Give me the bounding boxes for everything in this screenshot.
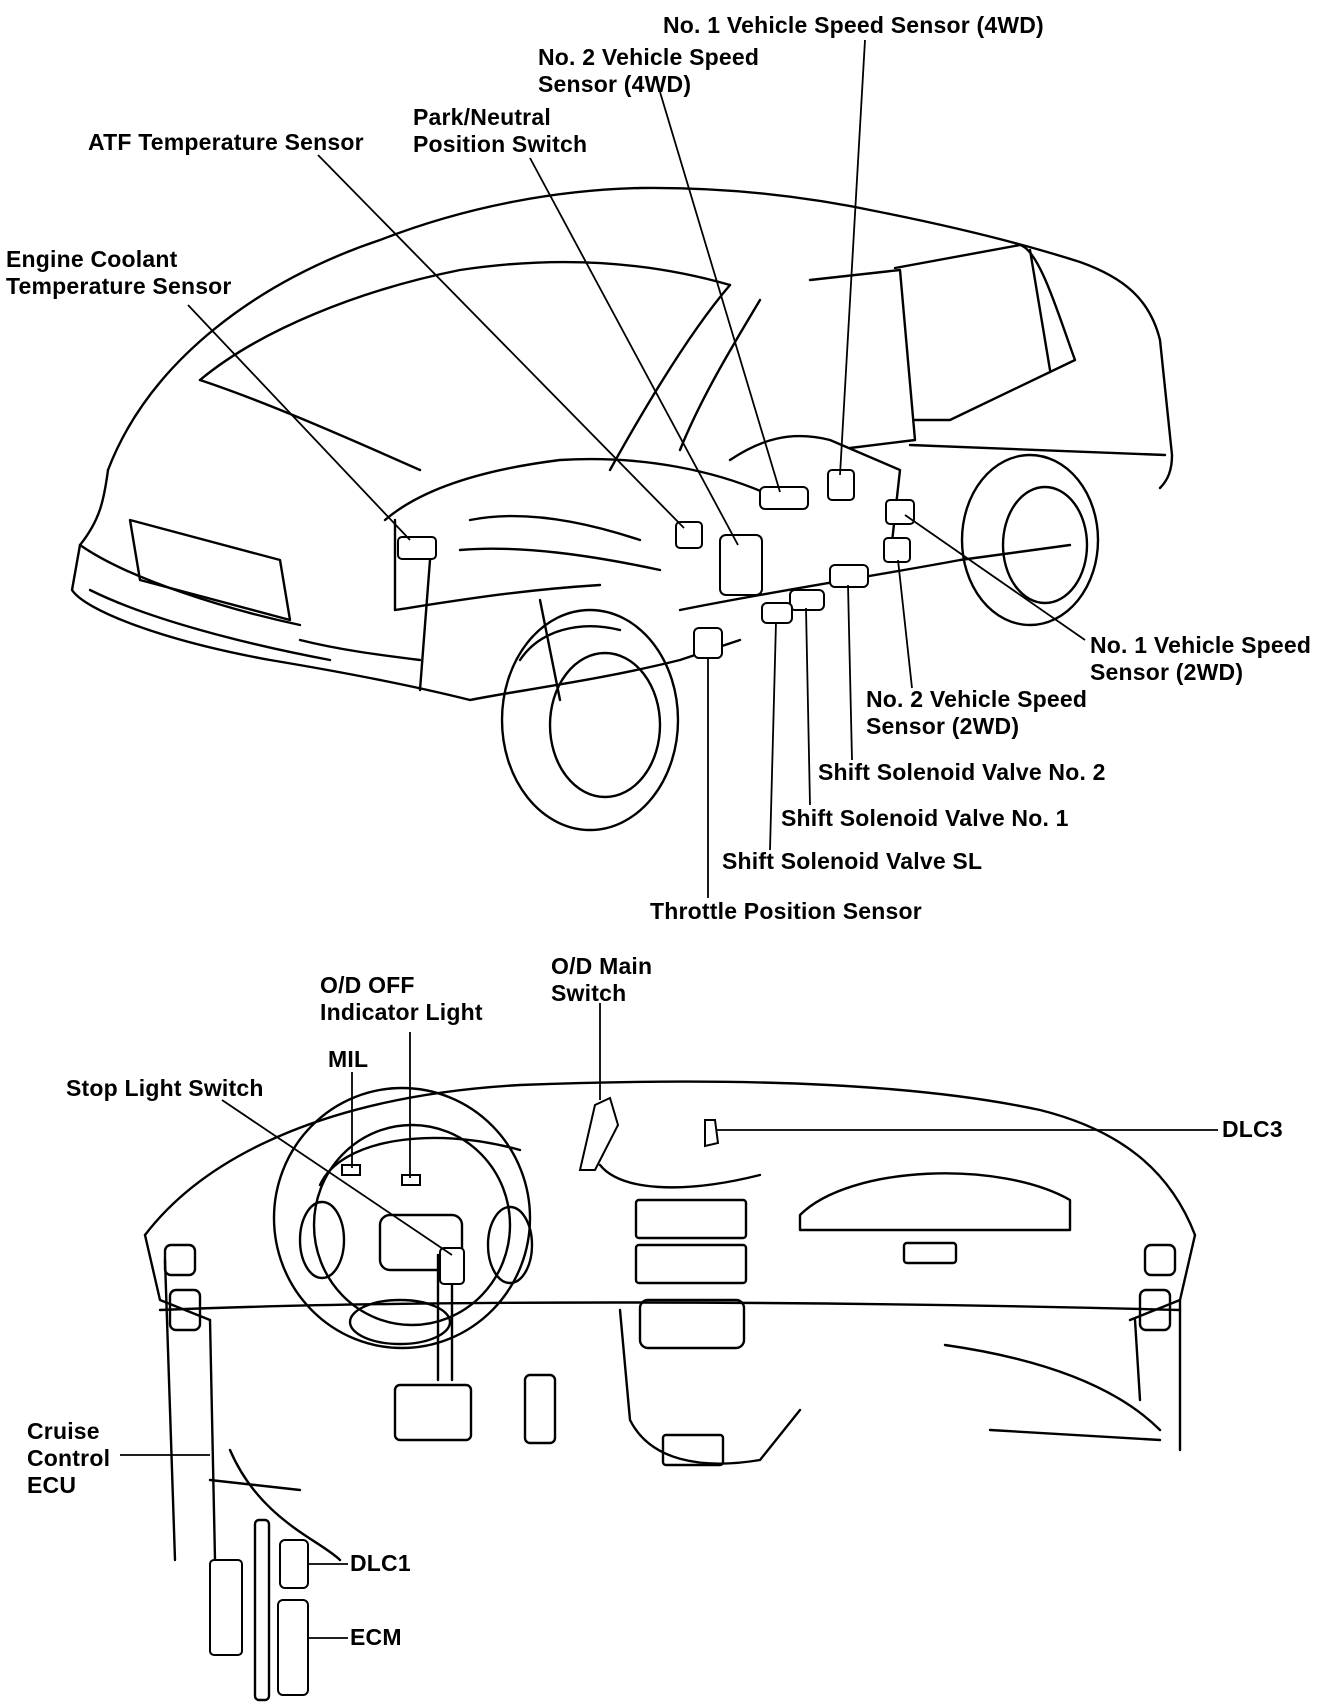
label-od-off-line1: O/D OFF	[320, 972, 415, 998]
label-vss2-2wd-line1: No. 2 Vehicle Speed	[866, 686, 1088, 712]
cruise-ecu-icon	[209, 1559, 243, 1656]
label-od-off-line2: Indicator Light	[320, 999, 483, 1025]
label-vss2-4wd-line2: Sensor (4WD)	[538, 71, 692, 97]
ecm-icon	[277, 1599, 309, 1696]
label-vss1-2wd: No. 1 Vehicle Speed Sensor (2WD)	[1090, 632, 1311, 686]
shift-sv2-icon	[829, 564, 869, 588]
label-vss1-2wd-line1: No. 1 Vehicle Speed	[1090, 632, 1312, 658]
label-cruise-ecu-line1: Cruise	[27, 1418, 100, 1444]
label-park-neutral-line2: Position Switch	[413, 131, 588, 157]
label-vss2-4wd-line1: No. 2 Vehicle Speed	[538, 44, 760, 70]
vehicle-components	[397, 469, 915, 659]
dlc1-icon	[279, 1539, 309, 1589]
vss2-2wd-icon	[883, 537, 911, 563]
od-off-lamp-icon	[401, 1174, 421, 1186]
label-cruise-ecu-line2: Control	[27, 1445, 111, 1471]
label-dlc1: DLC1	[350, 1550, 411, 1576]
label-vss2-2wd: No. 2 Vehicle Speed Sensor (2WD)	[866, 686, 1087, 740]
vehicle-leader-lines	[187, 39, 1086, 898]
label-engine-coolant-line2: Temperature Sensor	[6, 273, 232, 299]
label-shift-sv1: Shift Solenoid Valve No. 1	[781, 805, 1069, 831]
mil-lamp-icon	[341, 1164, 361, 1176]
label-dlc3: DLC3	[1222, 1116, 1283, 1142]
engine-coolant-sensor-icon	[397, 536, 437, 560]
atf-sensor-icon	[675, 521, 703, 549]
label-od-off: O/D OFF Indicator Light	[320, 972, 483, 1026]
label-stop-light: Stop Light Switch	[66, 1075, 264, 1101]
vss1-4wd-icon	[827, 469, 855, 501]
shift-svsl-icon	[761, 602, 793, 624]
label-od-main-line2: Switch	[551, 980, 627, 1006]
park-neutral-switch-icon	[719, 534, 763, 596]
shift-sv1-icon	[789, 589, 825, 611]
label-ecm: ECM	[350, 1624, 402, 1650]
label-park-neutral: Park/Neutral Position Switch	[413, 104, 587, 158]
dashboard-components	[209, 1096, 720, 1702]
label-od-main-line1: O/D Main	[551, 953, 653, 979]
label-cruise-ecu: Cruise Control ECU	[27, 1418, 110, 1499]
vss2-4wd-icon	[759, 486, 809, 510]
label-cruise-ecu-line3: ECU	[27, 1472, 77, 1498]
throttle-sensor-icon	[693, 627, 723, 659]
label-vss2-2wd-line2: Sensor (2WD)	[866, 713, 1020, 739]
label-atf-temp: ATF Temperature Sensor	[88, 129, 364, 155]
label-engine-coolant: Engine Coolant Temperature Sensor	[6, 246, 232, 300]
label-mil: MIL	[328, 1046, 369, 1072]
label-engine-coolant-line1: Engine Coolant	[6, 246, 178, 272]
vss1-2wd-icon	[885, 499, 915, 525]
label-vss1-4wd: No. 1 Vehicle Speed Sensor (4WD)	[663, 12, 1044, 38]
stop-light-switch-icon	[439, 1247, 465, 1285]
label-shift-svsl: Shift Solenoid Valve SL	[722, 848, 983, 874]
label-od-main: O/D Main Switch	[551, 953, 652, 1007]
label-vss1-2wd-line2: Sensor (2WD)	[1090, 659, 1244, 685]
dashboard-leader-lines	[120, 1003, 1218, 1639]
label-vss2-4wd: No. 2 Vehicle Speed Sensor (4WD)	[538, 44, 759, 98]
label-throttle: Throttle Position Sensor	[650, 898, 922, 924]
od-main-switch-icon	[578, 1096, 620, 1171]
dlc3-icon	[704, 1119, 720, 1148]
label-park-neutral-line1: Park/Neutral	[413, 104, 551, 130]
label-shift-sv2: Shift Solenoid Valve No. 2	[818, 759, 1106, 785]
